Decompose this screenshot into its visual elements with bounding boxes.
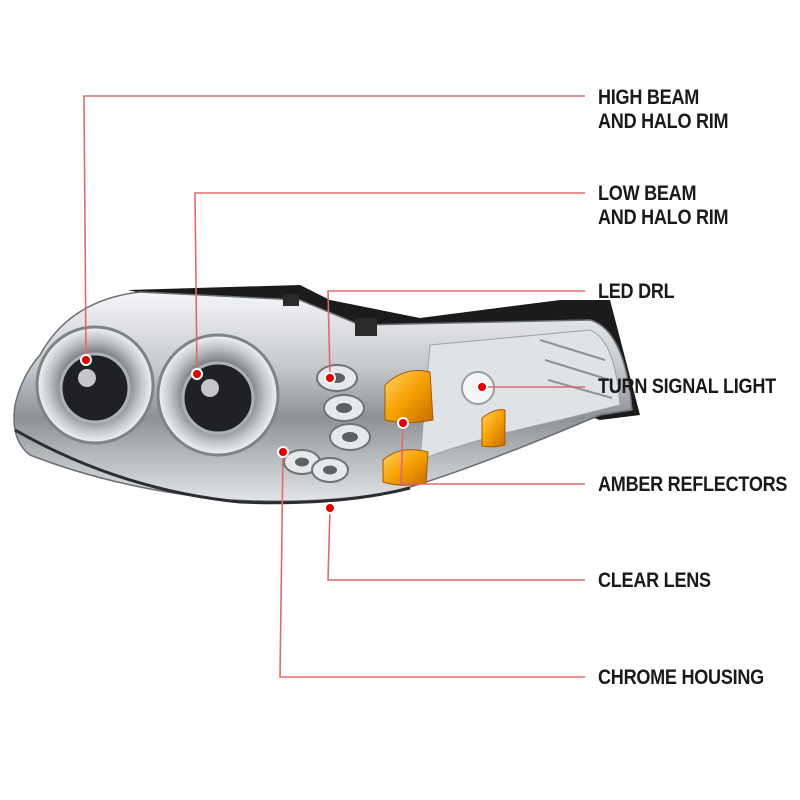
label-led-drl-line1: LED DRL xyxy=(598,280,675,303)
dot-amber-reflectors xyxy=(397,417,409,429)
label-amber-reflectors: AMBER REFLECTORS xyxy=(598,473,787,497)
leader-clear-lens xyxy=(327,507,585,581)
label-low-beam-line2: AND HALO RIM xyxy=(598,206,729,229)
dot-chrome-housing xyxy=(277,446,289,458)
label-chrome-housing: CHROME HOUSING xyxy=(598,666,764,690)
label-high-beam: HIGH BEAM AND HALO RIM xyxy=(598,86,729,134)
label-amber-reflectors-line1: AMBER REFLECTORS xyxy=(598,473,788,496)
leader-amber-reflectors xyxy=(400,422,585,485)
dot-led-drl xyxy=(324,372,336,384)
label-turn-signal: TURN SIGNAL LIGHT xyxy=(598,375,776,399)
label-low-beam: LOW BEAM AND HALO RIM xyxy=(598,182,729,230)
label-low-beam-line1: LOW BEAM xyxy=(598,182,697,205)
label-turn-signal-line1: TURN SIGNAL LIGHT xyxy=(598,375,776,398)
leader-low-beam xyxy=(194,192,585,375)
label-high-beam-line1: HIGH BEAM xyxy=(598,86,700,109)
label-clear-lens: CLEAR LENS xyxy=(598,569,711,593)
leader-chrome-housing xyxy=(279,451,585,678)
label-chrome-housing-line1: CHROME HOUSING xyxy=(598,666,764,689)
dot-high-beam xyxy=(80,354,92,366)
label-high-beam-line2: AND HALO RIM xyxy=(598,110,729,133)
leader-led-drl xyxy=(327,290,585,379)
amber-reflector-top xyxy=(384,370,434,423)
callout-dots xyxy=(80,354,488,514)
leader-lines xyxy=(83,95,585,678)
dot-clear-lens xyxy=(324,502,336,514)
amber-reflector-bottom xyxy=(382,449,429,486)
label-clear-lens-line1: CLEAR LENS xyxy=(598,569,711,592)
amber-reflector-right xyxy=(481,409,506,448)
dot-low-beam xyxy=(191,368,203,380)
leader-high-beam xyxy=(83,95,585,361)
led-drl-pods xyxy=(283,364,371,483)
dot-turn-signal xyxy=(476,381,488,393)
label-led-drl: LED DRL xyxy=(598,280,675,304)
